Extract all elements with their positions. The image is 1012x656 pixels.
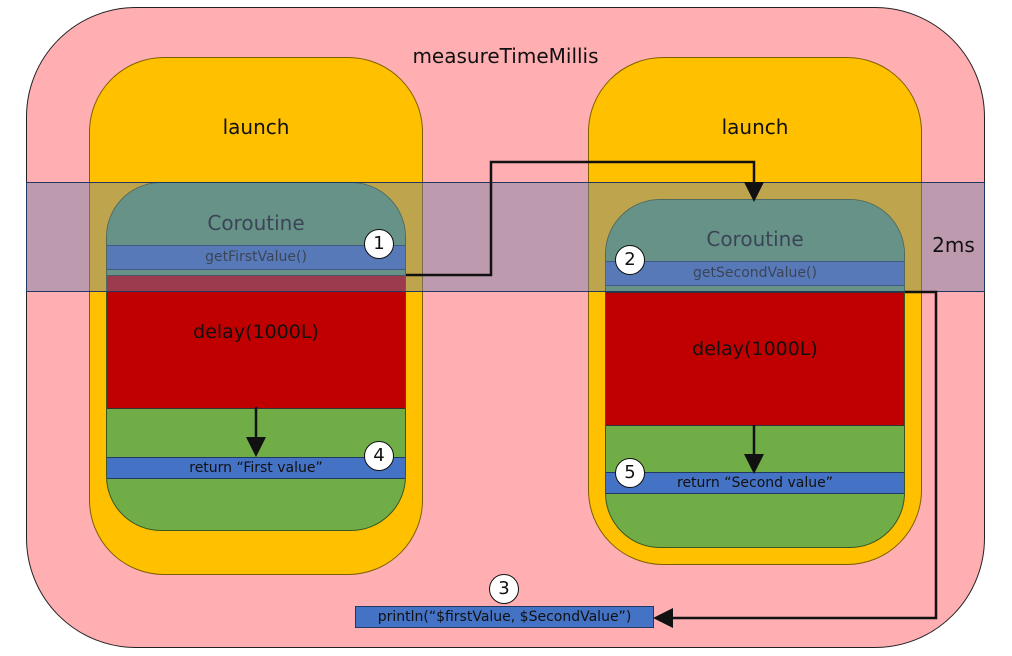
- coroutine-label-left: Coroutine: [207, 211, 305, 235]
- coroutine-block-right: Coroutine getSecondValue() delay(1000L) …: [605, 199, 905, 548]
- coroutine-label-right: Coroutine: [706, 227, 804, 251]
- launch-label-right: launch: [721, 115, 789, 139]
- step-5-badge: 5: [615, 458, 645, 488]
- get-first-value-call: getFirstValue(): [107, 245, 405, 270]
- step-1-badge: 1: [364, 229, 394, 259]
- arrow-second-to-print: [653, 290, 938, 628]
- measure-time-millis-label: measureTimeMillis: [412, 44, 599, 68]
- return-second-value: return “Second value”: [606, 472, 904, 494]
- coroutine-block-left: Coroutine getFirstValue() delay(1000L) r…: [106, 182, 406, 531]
- two-ms-band: [26, 182, 985, 292]
- launch-label-left: launch: [222, 115, 290, 139]
- arrow-first-to-second: [406, 160, 764, 277]
- step-2-badge: 2: [615, 245, 645, 275]
- two-ms-label: 2ms: [932, 233, 975, 257]
- step-3-badge: 3: [489, 574, 519, 604]
- step-4-badge: 4: [364, 441, 394, 471]
- get-second-value-call: getSecondValue(): [606, 261, 904, 286]
- delay-block-left: delay(1000L): [107, 275, 405, 409]
- delay-block-right: delay(1000L): [606, 292, 904, 426]
- return-first-value: return “First value”: [107, 457, 405, 479]
- println-statement: println(“$firstValue, $SecondValue”): [355, 606, 654, 628]
